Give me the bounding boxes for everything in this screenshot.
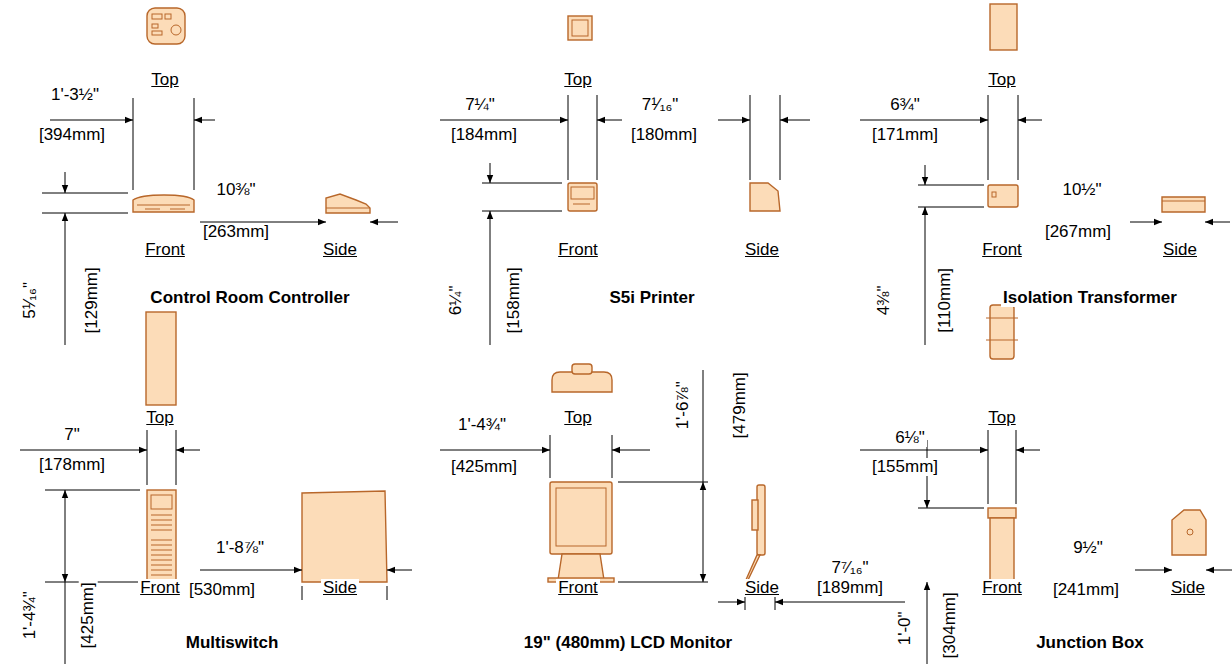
dimension-label: 7¹⁄₁₆" (640, 96, 681, 115)
view-label: Top (986, 71, 1017, 90)
monitor-figure (548, 364, 775, 582)
view-label: Side (1169, 579, 1207, 598)
dimension-label: 6¾" (888, 96, 922, 115)
view-label: Front (143, 241, 187, 260)
controller-figure (133, 8, 370, 213)
view-label: Top (986, 409, 1017, 428)
dimension-label: [110mm] (936, 266, 955, 335)
equipment-title: Junction Box (1034, 634, 1146, 653)
dimension-lines (440, 370, 905, 610)
equipment-title: Multiswitch (184, 634, 281, 653)
dimension-label: 1'-8⅞" (214, 539, 266, 558)
view-label: Side (1161, 241, 1199, 260)
dimension-label: [178mm] (37, 456, 107, 475)
dimension-label: [479mm] (731, 370, 750, 440)
dimension-label: [267mm] (1043, 223, 1113, 242)
dimension-label: [184mm] (449, 126, 519, 145)
dimension-label: [171mm] (870, 126, 940, 145)
dimension-label: [129mm] (83, 265, 102, 335)
dimension-label: [241mm] (1051, 581, 1121, 600)
dimension-label: [189mm] (815, 579, 885, 598)
transformer-figure (988, 4, 1205, 212)
view-label: Front (980, 579, 1024, 598)
equipment-title: Control Room Controller (148, 289, 351, 308)
equipment-title: S5i Printer (607, 289, 696, 308)
view-label: Front (138, 579, 182, 598)
dimension-label: 7" (62, 426, 82, 445)
view-label: Front (556, 579, 600, 598)
multiswitch-figure (146, 312, 387, 582)
equipment-title: 19" (480mm) LCD Monitor (522, 634, 734, 653)
dimension-label: 1'-4¾" (21, 589, 40, 641)
printer-figure (568, 16, 780, 211)
dimension-label: 4⅜" (876, 283, 895, 317)
dimension-label: 6¼" (448, 283, 467, 317)
view-label: Side (743, 241, 781, 260)
view-label: Side (743, 579, 781, 598)
dimension-label: 9½" (1071, 539, 1105, 558)
dimension-label: [425mm] (449, 458, 519, 477)
dimension-label: [263mm] (201, 223, 271, 242)
dimension-label: [155mm] (870, 458, 940, 477)
dimension-label: 1'-6⅞" (674, 379, 693, 431)
dimension-label: [180mm] (629, 126, 699, 145)
view-label: Side (321, 579, 359, 598)
view-label: Top (144, 409, 175, 428)
junction-box-figure (986, 305, 1206, 582)
dimension-label: [304mm] (941, 590, 960, 660)
dimension-label: 7¼" (463, 96, 497, 115)
view-label: Top (562, 71, 593, 90)
dimension-lines (440, 95, 810, 345)
dimension-lines (20, 430, 412, 664)
view-label: Side (321, 241, 359, 260)
equipment-title: Isolation Transformer (1001, 289, 1179, 308)
view-label: Front (980, 241, 1024, 260)
view-label: Front (556, 241, 600, 260)
dimension-label: 6⅛" (893, 429, 927, 448)
dimension-lines (860, 95, 1230, 345)
view-label: Top (562, 409, 593, 428)
dimension-label: [158mm] (505, 265, 524, 335)
dimension-label: 10⅜" (214, 181, 257, 200)
dimension-label: 10½" (1060, 181, 1103, 200)
dimension-label: [394mm] (37, 126, 107, 145)
dimension-label: 7⁷⁄₁₆" (829, 559, 870, 578)
dimension-label: 1'-4¾" (456, 416, 508, 435)
dimension-label: 1'-3½" (49, 86, 101, 105)
view-label: Top (149, 71, 180, 90)
dimension-lines (860, 430, 1232, 664)
dimension-label: 5¹⁄₁₆" (21, 280, 40, 321)
dimension-label: [425mm] (79, 580, 98, 650)
dimension-label: 1'-0" (896, 609, 915, 647)
dimension-label: [530mm] (187, 581, 257, 600)
